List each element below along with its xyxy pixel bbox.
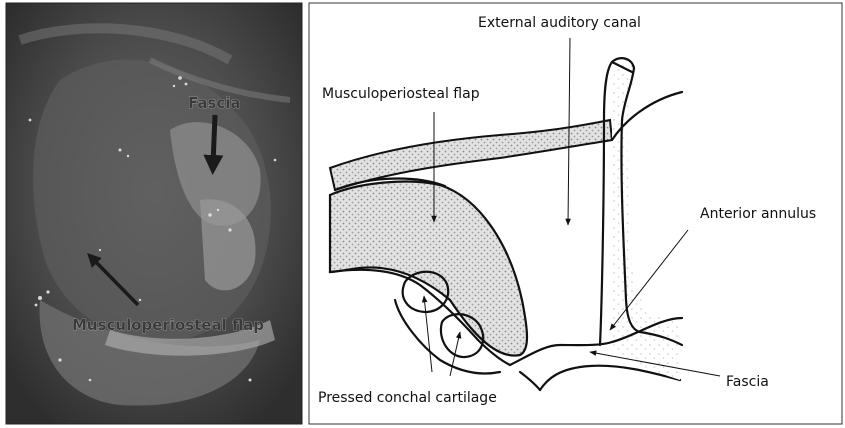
label-musculoperiosteal-flap: Musculoperiosteal flap xyxy=(322,86,480,102)
photo-fascia-arrow xyxy=(213,115,215,165)
schematic-diagram: External auditory canal Musculoperiostea… xyxy=(309,3,842,424)
photo-label-flap: Musculoperiosteal flap xyxy=(72,316,264,334)
label-anterior-annulus: Anterior annulus xyxy=(700,206,816,222)
photo-label-fascia: Fascia xyxy=(188,94,241,112)
label-pressed-conchal-cartilage: Pressed conchal cartilage xyxy=(318,390,497,406)
label-external-auditory-canal: External auditory canal xyxy=(478,15,641,31)
endoscopic-photo: Fascia Musculoperiosteal flap xyxy=(6,3,302,424)
label-fascia: Fascia xyxy=(726,374,769,390)
